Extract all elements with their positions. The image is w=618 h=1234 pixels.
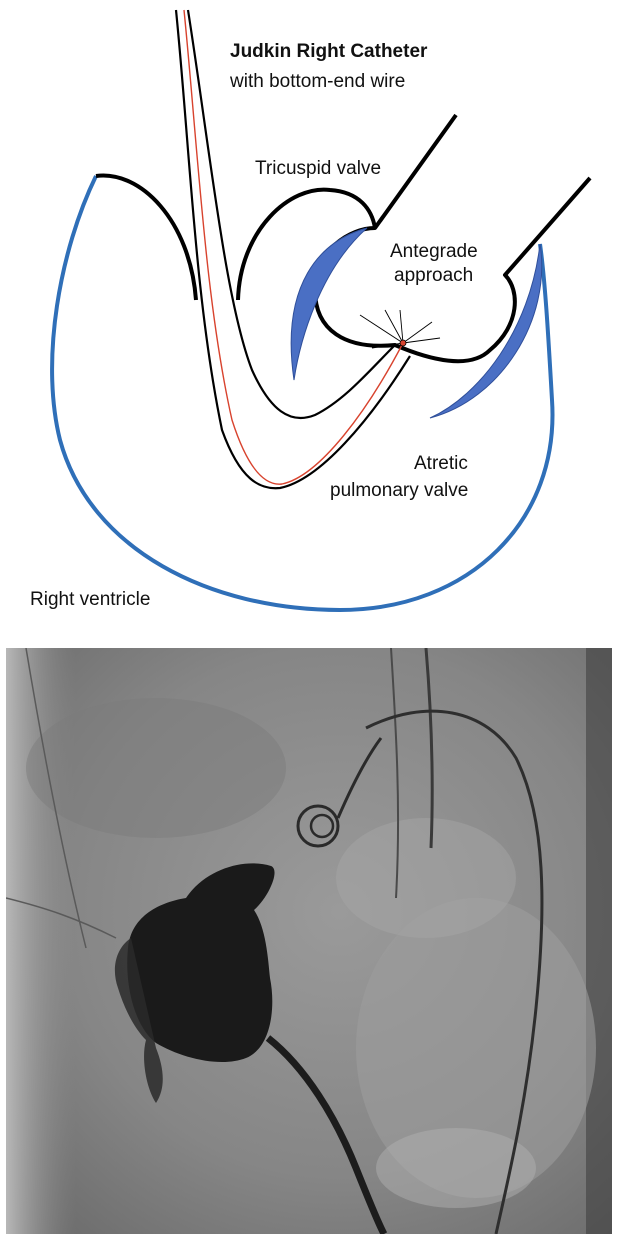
angiogram-image [6, 648, 612, 1234]
antegrade-label-line1: Antegrade [390, 240, 478, 264]
antegrade-label-line2: approach [394, 264, 473, 288]
right-ventricle-label: Right ventricle [30, 588, 150, 612]
schematic-diagram: Judkin Right Catheter with bottom-end wi… [0, 0, 618, 630]
atretic-label-line2: pulmonary valve [330, 479, 468, 503]
perforation-marker [360, 310, 440, 348]
angiogram-drawing [6, 648, 612, 1234]
catheter-title: Judkin Right Catheter [230, 40, 427, 64]
atretic-label-line1: Atretic [414, 452, 468, 476]
left-atrial-arch [96, 176, 196, 300]
diagram-drawing [0, 0, 618, 630]
catheter-subtitle: with bottom-end wire [230, 70, 405, 94]
tricuspid-valve-label: Tricuspid valve [255, 157, 381, 181]
tricuspid-leaflet [291, 228, 367, 380]
